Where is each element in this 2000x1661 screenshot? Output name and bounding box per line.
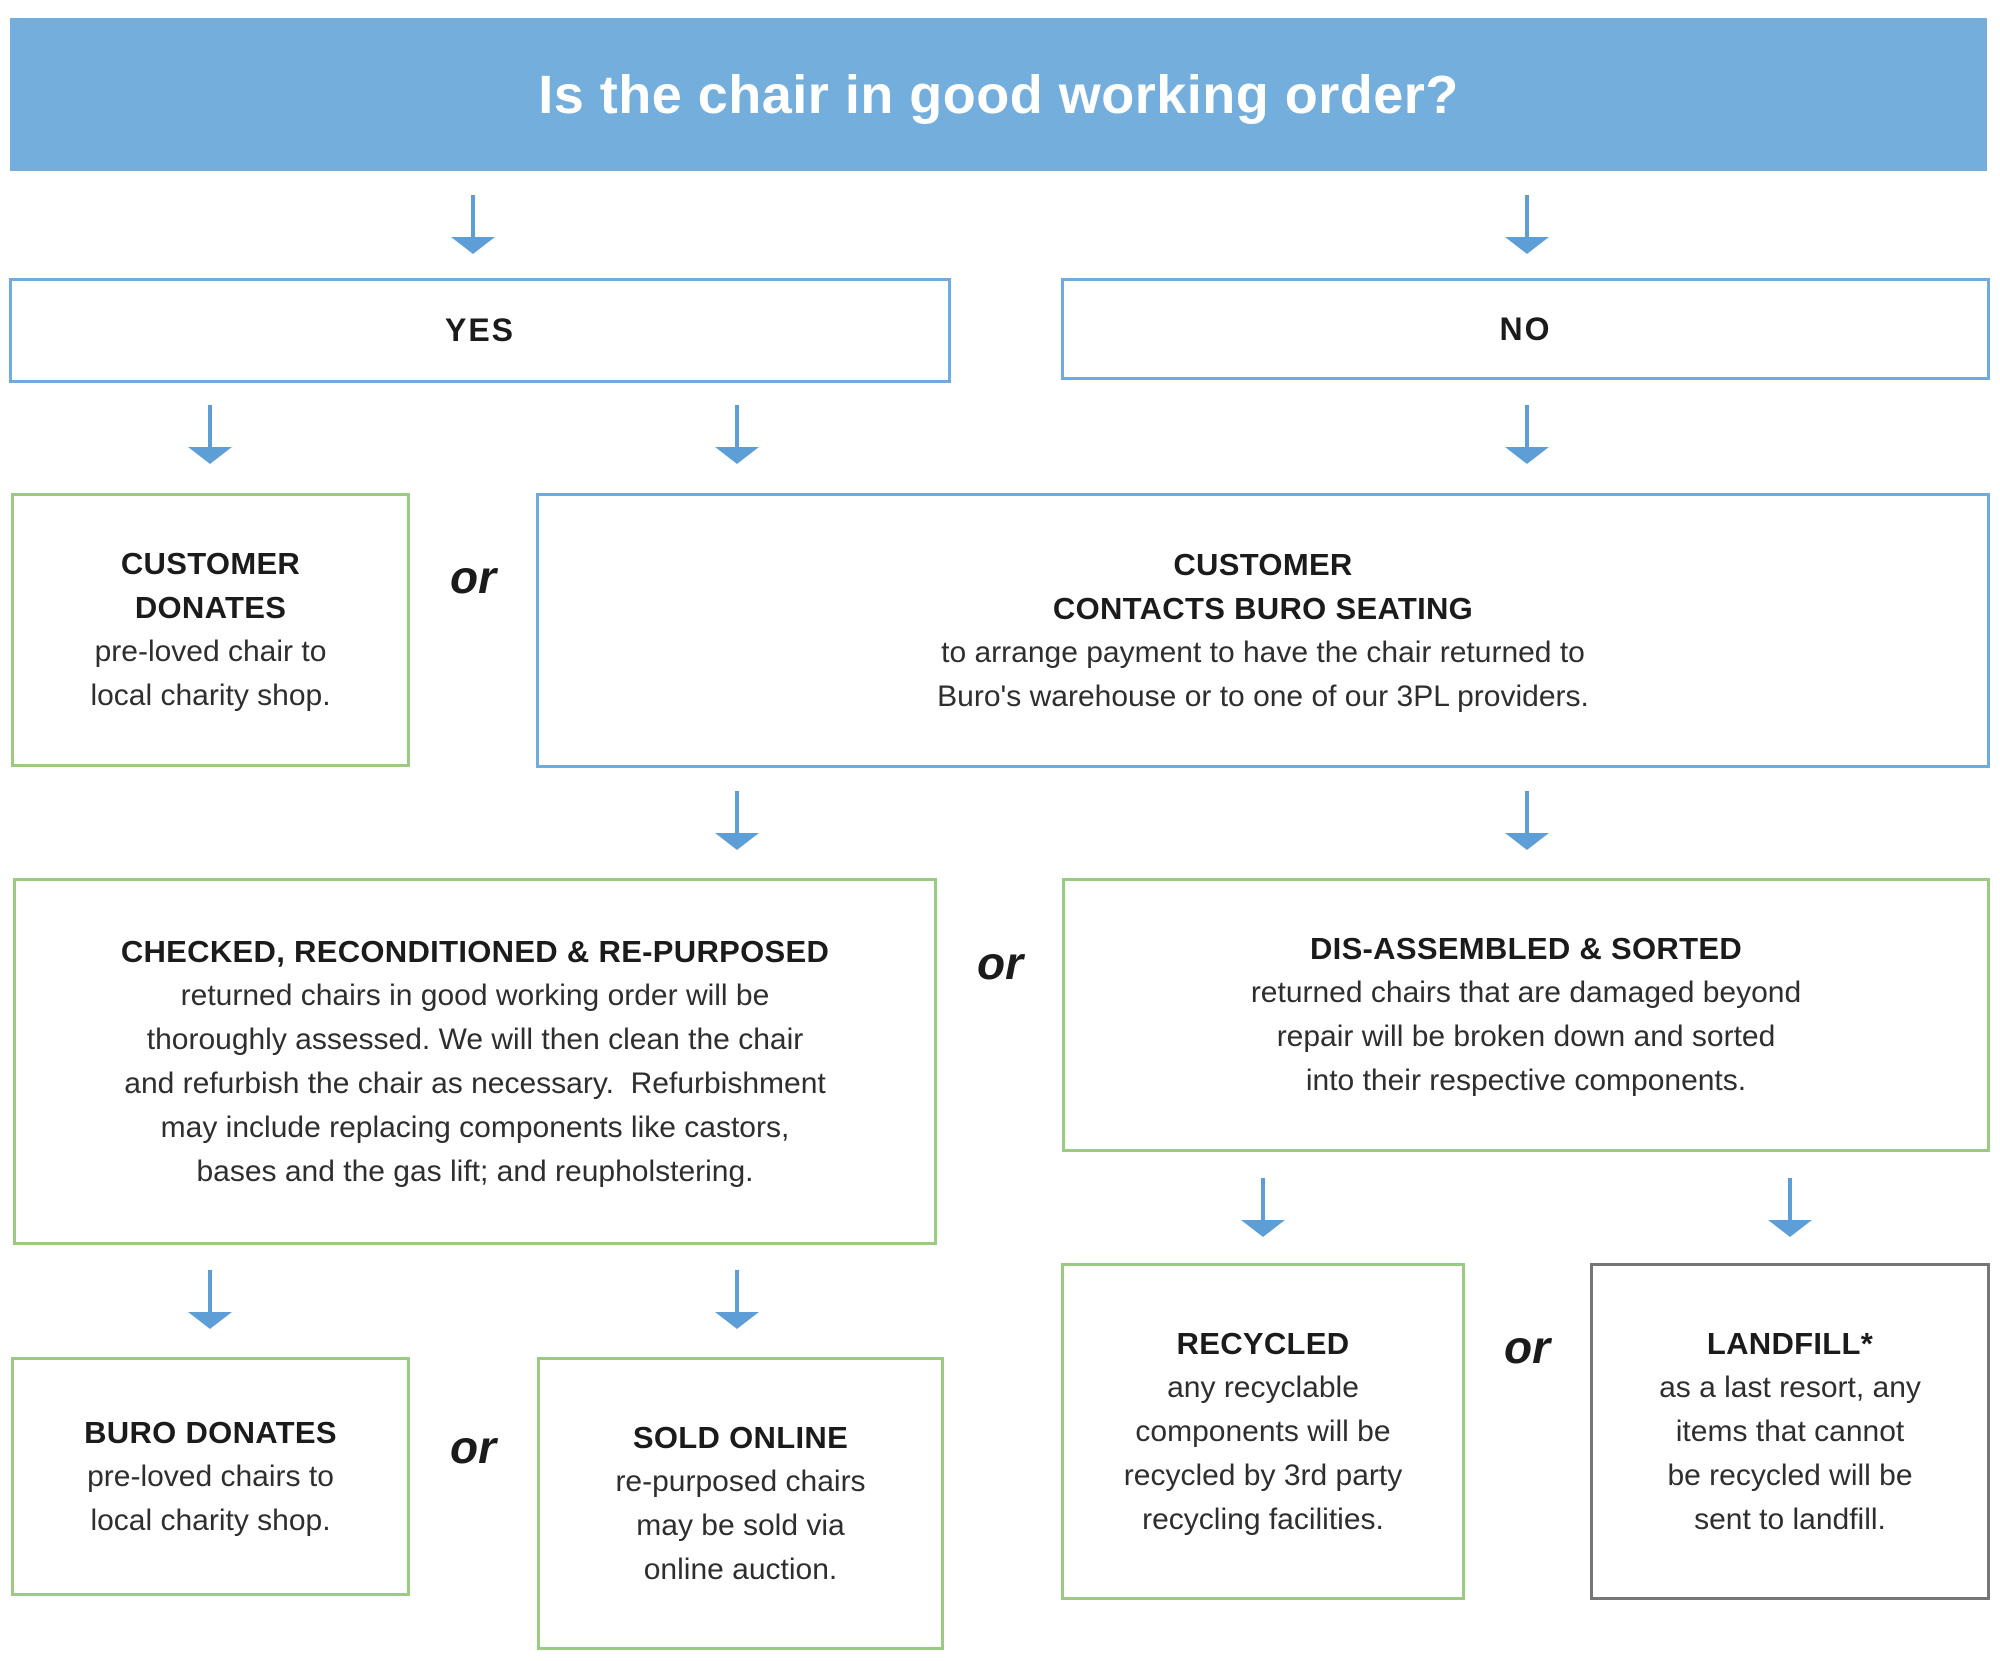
arrow-stem <box>1525 791 1529 833</box>
arrow-down-icon <box>1241 1178 1285 1237</box>
arrow-stem <box>1788 1178 1792 1220</box>
node-sold-online: SOLD ONLINE re-purposed chairs may be so… <box>537 1357 944 1650</box>
question-banner: Is the chair in good working order? <box>10 18 1987 171</box>
node-body: pre-loved chairs to local charity shop. <box>87 1459 334 1537</box>
or-label-1: or <box>450 551 496 603</box>
arrow-stem <box>735 405 739 447</box>
arrow-head <box>451 237 495 254</box>
node-title: CUSTOMER CONTACTS BURO SEATING <box>1052 546 1474 626</box>
node-disassembled-sorted: DIS-ASSEMBLED & SORTED returned chairs t… <box>1062 878 1990 1152</box>
no-label: NO <box>1499 310 1552 347</box>
arrow-stem <box>735 1270 739 1312</box>
node-buro-donates: BURO DONATES pre-loved chairs to local c… <box>11 1357 410 1596</box>
arrow-stem <box>208 405 212 447</box>
arrow-down-icon <box>188 1270 232 1329</box>
node-recycled: RECYCLED any recyclable components will … <box>1061 1263 1465 1600</box>
arrow-stem <box>1261 1178 1265 1220</box>
node-body: as a last resort, any items that cannot … <box>1659 1370 1921 1536</box>
arrow-down-icon <box>715 1270 759 1329</box>
arrow-down-icon <box>715 791 759 850</box>
arrow-head <box>188 447 232 464</box>
node-title: RECYCLED <box>1176 1325 1350 1361</box>
node-body: returned chairs in good working order wi… <box>124 978 826 1188</box>
page-title: Is the chair in good working order? <box>538 64 1459 125</box>
decision-no-box: NO <box>1061 278 1990 380</box>
arrow-head <box>1505 447 1549 464</box>
arrow-down-icon <box>451 195 495 254</box>
node-title: SOLD ONLINE <box>632 1419 849 1455</box>
node-title: CUSTOMER DONATES <box>120 546 301 625</box>
arrow-down-icon <box>1505 195 1549 254</box>
yes-label: YES <box>444 312 516 348</box>
arrow-stem <box>1525 405 1529 447</box>
node-body: returned chairs that are damaged beyond … <box>1250 976 1802 1097</box>
arrow-stem <box>1525 195 1529 237</box>
or-label-3: or <box>450 1421 496 1473</box>
node-title: DIS-ASSEMBLED & SORTED <box>1309 931 1743 966</box>
arrow-head <box>715 833 759 850</box>
arrow-stem <box>208 1270 212 1312</box>
node-landfill: LANDFILL* as a last resort, any items th… <box>1590 1263 1990 1600</box>
node-title: CHECKED, RECONDITIONED & RE-PURPOSED <box>120 933 830 969</box>
node-body: to arrange payment to have the chair ret… <box>937 635 1589 713</box>
arrow-head <box>1505 237 1549 254</box>
arrow-head <box>188 1312 232 1329</box>
node-checked-reconditioned: CHECKED, RECONDITIONED & RE-PURPOSED ret… <box>13 878 937 1245</box>
or-label-4: or <box>1504 1321 1550 1373</box>
node-body: pre-loved chair to local charity shop. <box>90 635 331 712</box>
arrow-head <box>1505 833 1549 850</box>
decision-yes-box: YES <box>9 278 951 383</box>
node-body: re-purposed chairs may be sold via onlin… <box>615 1464 866 1586</box>
node-body: any recyclable components will be recycl… <box>1123 1370 1403 1536</box>
node-customer-donates: CUSTOMER DONATES pre-loved chair to loca… <box>11 493 410 767</box>
arrow-down-icon <box>188 405 232 464</box>
arrow-down-icon <box>1505 405 1549 464</box>
arrow-stem <box>471 195 475 237</box>
node-title: LANDFILL* <box>1706 1325 1874 1361</box>
node-customer-contacts: CUSTOMER CONTACTS BURO SEATING to arrang… <box>536 493 1990 768</box>
arrow-head <box>1768 1220 1812 1237</box>
arrow-down-icon <box>715 405 759 464</box>
arrow-head <box>1241 1220 1285 1237</box>
arrow-down-icon <box>1505 791 1549 850</box>
arrow-head <box>715 1312 759 1329</box>
arrow-head <box>715 447 759 464</box>
arrow-down-icon <box>1768 1178 1812 1237</box>
node-title: BURO DONATES <box>84 1414 337 1450</box>
arrow-stem <box>735 791 739 833</box>
or-label-2: or <box>977 937 1023 989</box>
